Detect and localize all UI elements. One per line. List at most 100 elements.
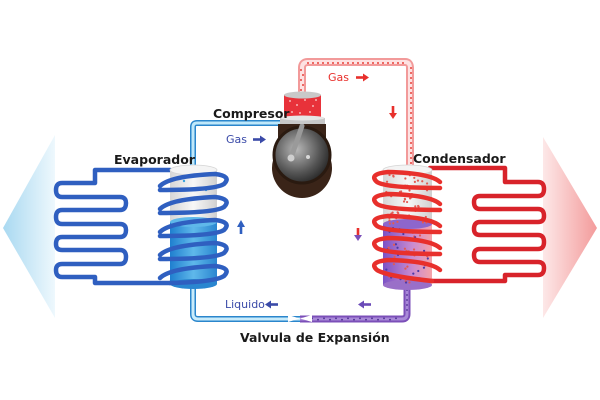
particle-dot <box>307 62 309 64</box>
particle-dot <box>327 62 329 64</box>
particle-dot <box>410 127 412 129</box>
particle-dot <box>410 132 412 134</box>
particle-dot <box>341 318 343 321</box>
particle-dot <box>404 267 407 270</box>
particle-dot <box>396 211 399 214</box>
particle-dot <box>359 317 361 320</box>
suction-gas-pipe <box>190 120 284 172</box>
particle-dot <box>412 272 415 275</box>
particle-dot <box>418 234 422 237</box>
particle-dot <box>392 174 395 177</box>
particle-dot <box>388 173 391 177</box>
particle-dot <box>425 182 429 185</box>
particle-dot <box>342 62 344 64</box>
particle-dot <box>352 62 354 64</box>
particle-dot <box>410 162 412 164</box>
particle-dot <box>392 62 394 64</box>
particle-dot <box>302 84 304 86</box>
particle-dot <box>408 189 411 192</box>
particle-dot <box>410 82 412 84</box>
particle-dot <box>413 180 416 183</box>
flow-arrow-left-liquid <box>265 300 278 309</box>
particle-dot <box>357 62 359 64</box>
particle-dot <box>421 221 425 224</box>
condenser-coil-serpentine <box>427 165 547 284</box>
particle-dot <box>392 222 395 225</box>
particle-dot <box>387 62 389 64</box>
liquid-pipe-cold-side <box>190 285 300 322</box>
particle-dot <box>410 72 412 74</box>
liquid-label: Liquido <box>225 298 265 311</box>
particle-dot <box>300 69 302 71</box>
particle-dot <box>388 222 391 225</box>
evaporator-label: Evaporador <box>114 152 196 167</box>
particle-dot <box>410 107 412 109</box>
particle-dot <box>412 248 416 251</box>
flow-arrow-gas-right-blue <box>253 135 266 144</box>
particle-dot <box>362 62 364 64</box>
discharge-gas-pipe <box>298 58 414 172</box>
particle-dot <box>426 257 429 260</box>
compressor <box>272 91 333 199</box>
warm-air-arrow <box>543 137 597 318</box>
compressor-label: Compresor <box>213 106 290 121</box>
particle-dot <box>383 317 385 320</box>
particle-dot <box>323 317 325 320</box>
particle-dot <box>300 79 302 81</box>
particle-dot <box>421 180 424 183</box>
particle-dot <box>317 62 319 64</box>
particle-dot <box>332 62 334 64</box>
evaporator-coil-serpentine <box>53 167 173 286</box>
particle-dot <box>414 205 417 208</box>
liquid-pipe-hot-side <box>300 287 411 323</box>
particle-dot <box>402 232 405 236</box>
particle-dot <box>410 147 412 149</box>
particle-dot <box>392 263 396 266</box>
particle-dot <box>410 97 412 99</box>
particle-dot <box>422 266 426 269</box>
particle-dot <box>393 255 396 259</box>
particle-dot <box>394 243 398 246</box>
particle-dot <box>300 89 302 91</box>
particle-dot <box>406 299 408 301</box>
particle-dot <box>388 219 391 222</box>
particle-dot <box>410 122 412 124</box>
particle-dot <box>302 74 304 76</box>
particle-dot <box>405 200 409 204</box>
particle-dot <box>317 318 319 321</box>
particle-dot <box>322 62 324 64</box>
particle-dot <box>335 317 337 320</box>
flow-arrow-down-red <box>389 106 397 119</box>
particle-dot <box>385 180 389 183</box>
particle-dot <box>410 67 412 69</box>
particle-dot <box>382 62 384 64</box>
particle-dot <box>347 317 349 320</box>
particle-dot <box>347 62 349 64</box>
flow-arrow-down-purple <box>354 228 362 241</box>
particle-dot <box>353 318 355 321</box>
particle-dot <box>410 157 412 159</box>
particle-dot <box>371 317 373 320</box>
particle-dot <box>392 243 396 246</box>
particle-dot <box>406 304 408 306</box>
cold-air-arrow <box>3 135 55 318</box>
particle-dot <box>413 176 416 179</box>
particle-dot <box>367 62 369 64</box>
particle-dot <box>312 62 314 64</box>
particle-dot <box>417 269 420 273</box>
particle-dot <box>377 318 379 321</box>
particle-dot <box>416 179 420 182</box>
particle-dot <box>410 137 412 139</box>
particle-dot <box>396 220 399 223</box>
particle-dot <box>410 92 412 94</box>
particle-dot <box>410 77 412 79</box>
gas-low-pressure-label: Gas <box>226 133 247 146</box>
particle-dot <box>406 309 408 311</box>
expansion-valve-label: Valvula de Expansión <box>240 330 390 345</box>
particle-dot <box>372 62 374 64</box>
particle-dot <box>389 318 391 321</box>
condenser-helix <box>372 169 443 284</box>
gas-high-pressure-label: Gas <box>328 71 349 84</box>
particle-dot <box>406 265 409 268</box>
particle-dot <box>406 294 408 296</box>
